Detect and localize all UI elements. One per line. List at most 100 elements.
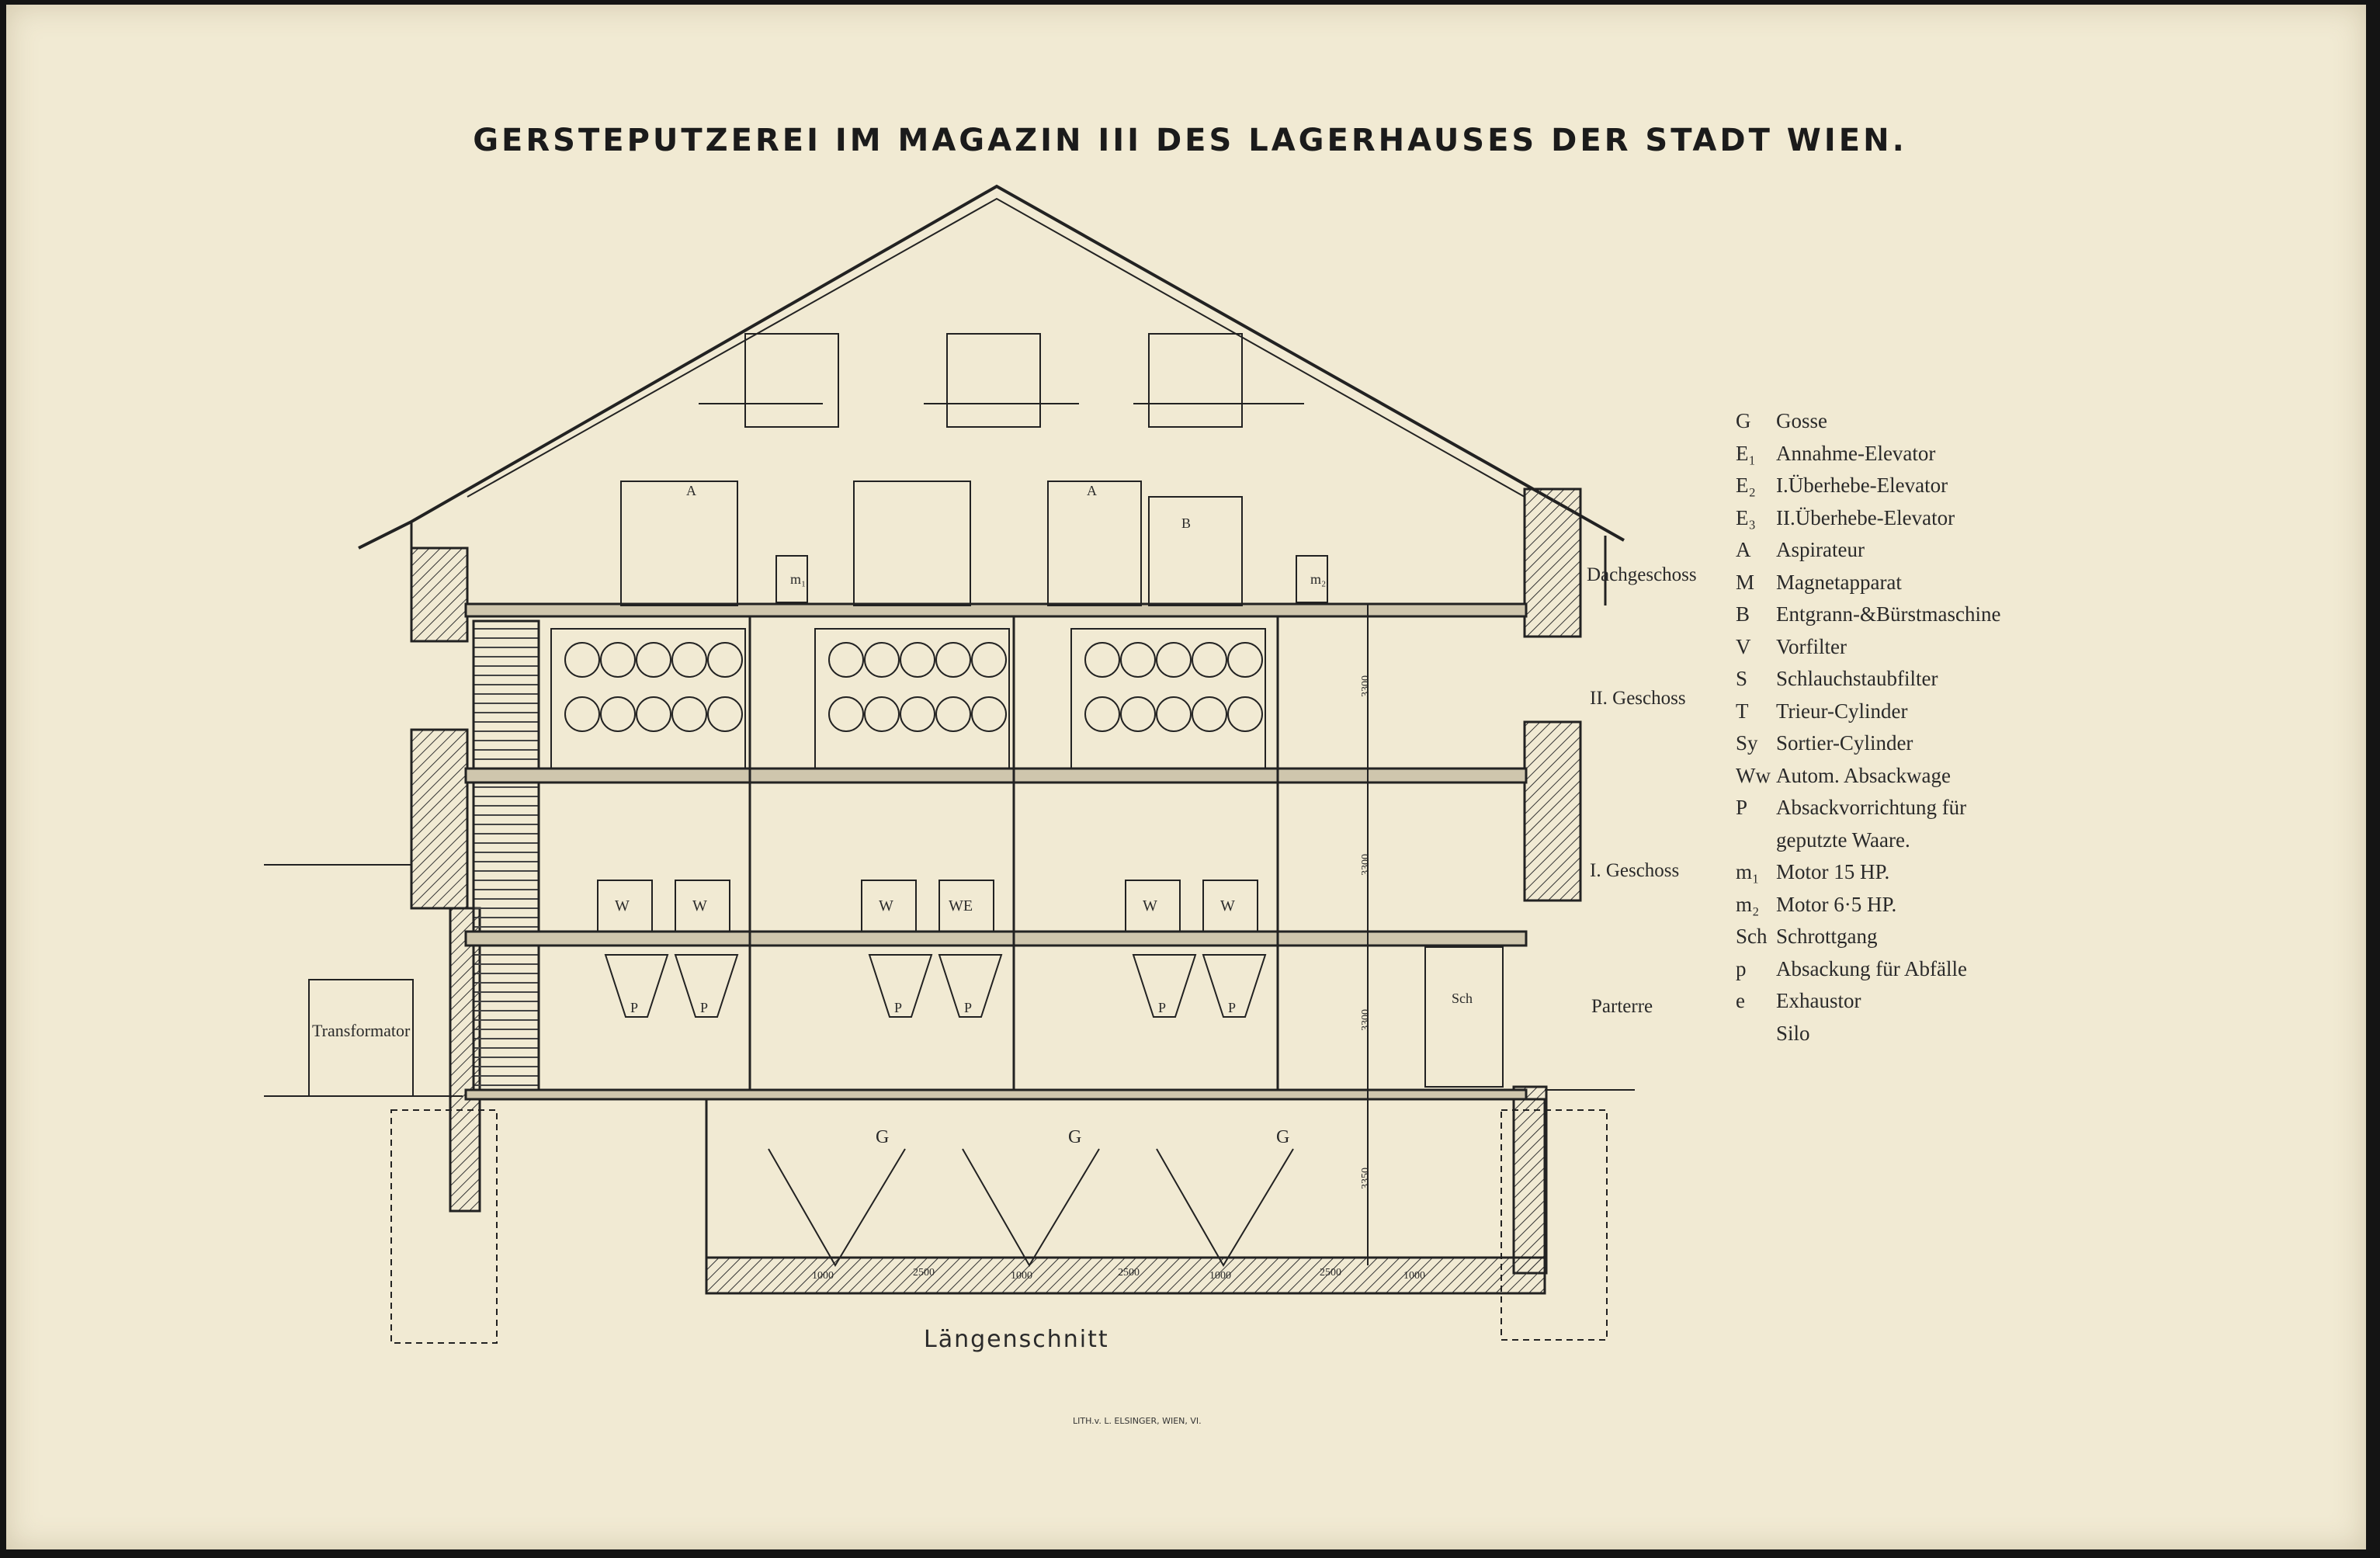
dim-2500-1: 2500 [913,1267,935,1279]
dim-i-geschoss: 3300 [1360,854,1372,876]
buerstmaschine-label: B [1181,515,1192,531]
gosse-label-2: G [1068,1127,1082,1147]
roof [358,184,1625,609]
basement-silo [705,1098,1546,1295]
motor2-label: m₂ [1310,571,1327,587]
trieur-cylinders [550,628,1266,769]
schrottgang-label: Sch [1452,991,1473,1006]
cylinder-drum [1120,696,1156,732]
legend-symbol: B [1736,602,1750,626]
dim-ii-geschoss: 3300 [1360,675,1372,697]
cylinder-drum [971,642,1007,678]
legend-symbol: E₁ [1736,441,1756,465]
legend-symbol: V [1736,634,1751,658]
legend-row: geputzte Waare. [1736,824,2000,857]
dim-1000-3: 1000 [1209,1270,1231,1282]
floor-slabs [464,602,1528,1101]
dim-1000-1: 1000 [812,1270,834,1282]
cylinder-drum [600,696,636,732]
cylinder-drum [1156,696,1192,732]
legend-row: E₁ Annahme-Elevator [1736,438,2000,470]
legend-text: geputzte Waare. [1776,828,1910,852]
cylinder-drum [1084,642,1120,678]
cylinder-drum [864,642,900,678]
dim-1000-4: 1000 [1403,1270,1425,1282]
waage-label-2: W [692,897,707,914]
dim-2500-3: 2500 [1320,1267,1341,1279]
legend-row: E₂ I.Überhebe-Elevator [1736,470,2000,502]
cylinder-drum [1156,642,1192,678]
page-title: GERSTEPUTZEREI IM MAGAZIN III DES LAGERH… [473,123,1907,158]
legend-symbol: m₂ [1736,892,1760,916]
section-caption: Längenschnitt [924,1326,1109,1353]
legend-text: Silo [1776,1021,1810,1045]
cylinder-drum [671,696,707,732]
legend-text: Autom. Absackwage [1776,763,1951,787]
legend-symbol: E₃ [1736,505,1756,529]
legend-text: Annahme-Elevator [1776,441,1936,465]
waage-label-5: W [1143,897,1157,914]
cylinder-drum [971,696,1007,732]
dim-basement: 3350 [1360,1168,1372,1189]
cylinder-drum [935,696,971,732]
cylinder-drum [935,642,971,678]
legend-symbol: p [1736,956,1747,980]
cylinder-drum [1192,642,1227,678]
legend-symbol: T [1736,699,1749,723]
transformator-label: Transformator [312,1021,411,1040]
dim-2500-2: 2500 [1118,1267,1140,1279]
cylinder-drum [600,642,636,678]
aspirateur-label-2: A [1087,483,1097,498]
cylinder-drum [636,642,671,678]
cylinder-drum [900,696,935,732]
aspirateur-label-1: A [686,483,696,498]
dim-parterre: 3300 [1360,1009,1372,1031]
dim-1000-2: 1000 [1011,1270,1032,1282]
columns [748,616,1279,1090]
legend-symbol: E₂ [1736,474,1756,498]
transformator-house [264,864,1635,1344]
legend-text: Schrottgang [1776,925,1878,949]
absack-label-6: P [1228,1000,1237,1015]
waage-label-1: W [615,897,630,914]
legend-symbol: Sch [1736,925,1768,949]
cylinder-drum [864,696,900,732]
legend-text: Absackvorrichtung für [1776,796,1967,820]
building-walls [410,488,1582,1275]
sacking-hoppers [604,946,1504,1088]
legend-text: Absackung für Abfälle [1776,956,1967,980]
cylinder-drum [564,642,600,678]
floor-label-i-geschoss: I. Geschoss [1590,860,1680,881]
gosse-label-3: G [1276,1127,1290,1147]
waage-label-6: W [1220,897,1235,914]
imprint-text: LITH.v. L. ELSINGER, WIEN, VI. [1073,1416,1202,1426]
legend-row: p Absackung für Abfälle [1736,953,2000,986]
weighing-scales [597,880,1258,932]
motor1-label: m₁ [790,571,807,587]
absack-label-5: P [1158,1000,1167,1015]
cylinder-drum [1227,642,1263,678]
legend-text: Motor 15 HP. [1776,860,1890,884]
gosse-label-1: G [876,1127,890,1147]
legend-text: I.Überhebe-Elevator [1776,474,1948,498]
legend-text: Gosse [1776,409,1827,433]
legend-symbol: M [1736,570,1755,594]
absack-label-3: P [894,1000,903,1015]
cylinder-drum [1084,696,1120,732]
legend-text: Sortier-Cylinder [1776,731,1913,755]
cylinder-drum [707,696,743,732]
legend-symbol: Ww [1736,763,1771,787]
legend-text: Schlauchstaubfilter [1776,667,1938,691]
floor-label-parterre: Parterre [1591,996,1653,1017]
